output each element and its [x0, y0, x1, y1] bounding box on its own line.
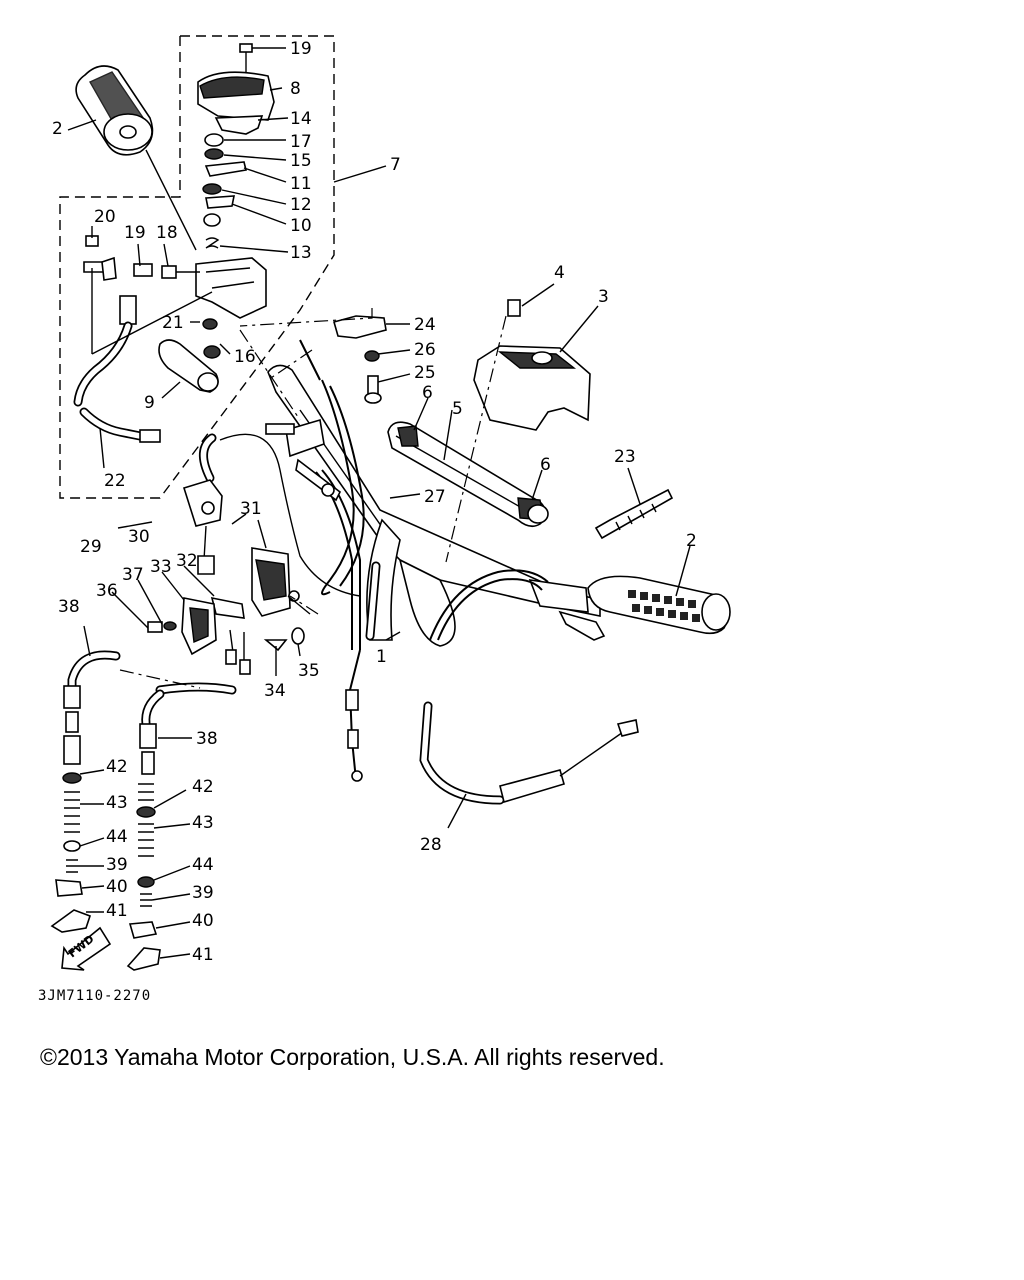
callout-label: 37: [122, 565, 144, 585]
callout-label: 27: [424, 487, 446, 507]
callout-label: 9: [144, 393, 155, 413]
callout-label: 39: [106, 855, 128, 875]
callout-label: 31: [240, 499, 262, 519]
callout-label: 20: [94, 207, 116, 227]
callout-label: 33: [150, 557, 172, 577]
copyright-notice: ©2013 Yamaha Motor Corporation, U.S.A. A…: [40, 1044, 665, 1070]
parts-diagram: FWD: [50, 35, 731, 971]
callout-label: 23: [614, 447, 636, 467]
callout-label: 22: [104, 471, 126, 491]
callout-label: 41: [192, 945, 214, 965]
throttle-housing-parts: [195, 43, 275, 319]
callout-label: 41: [106, 901, 128, 921]
subassembly-frame: [59, 35, 335, 499]
cable-tie: [594, 488, 674, 540]
callout-label: 28: [420, 835, 442, 855]
callout-label: 42: [192, 777, 214, 797]
callout-label: 39: [192, 883, 214, 903]
callout-label: 7: [390, 155, 401, 175]
callout-label: 42: [106, 757, 128, 777]
brake-cable-right: [126, 682, 237, 971]
callout-label: 34: [264, 681, 286, 701]
callout-label: 17: [290, 132, 312, 152]
callout-label: 19: [124, 223, 146, 243]
callout-label: 32: [176, 551, 198, 571]
callout-label: 40: [192, 911, 214, 931]
callout-label: 13: [290, 243, 312, 263]
callout-label: 2: [686, 531, 697, 551]
callout-label: 43: [106, 793, 128, 813]
throttle-lever: [158, 318, 221, 393]
callout-label: 1: [376, 647, 387, 667]
callout-label: 35: [298, 661, 320, 681]
callout-label: 38: [58, 597, 80, 617]
callout-label: 2: [52, 119, 63, 139]
callout-label: 19: [290, 39, 312, 59]
callout-label: 16: [234, 347, 256, 367]
reference-code: 3JM7110-2270: [38, 988, 152, 1004]
switch-wiring: [73, 235, 213, 443]
callout-label: 30: [128, 527, 150, 547]
callout-label: 10: [290, 216, 312, 236]
callout-label: 15: [290, 151, 312, 171]
callout-label: 4: [554, 263, 565, 283]
callout-label: 6: [422, 383, 433, 403]
callout-label: 12: [290, 195, 312, 215]
leader-lines: [67, 47, 691, 959]
callout-label: 11: [290, 174, 312, 194]
switch-cluster: [147, 433, 361, 675]
callout-label: 5: [452, 399, 463, 419]
throttle-cables: [295, 339, 639, 805]
callout-label: 3: [598, 287, 609, 307]
callout-label: 24: [414, 315, 436, 335]
callout-label: 38: [196, 729, 218, 749]
right-grip: [528, 575, 731, 641]
callout-label: 6: [540, 455, 551, 475]
forward-arrow: FWD: [61, 926, 112, 971]
callout-label: 25: [414, 363, 436, 383]
brake-cable-left: [50, 650, 121, 933]
callout-label: 26: [414, 340, 436, 360]
callout-label: 29: [80, 537, 102, 557]
left-grip: [75, 65, 154, 156]
callout-label: 43: [192, 813, 214, 833]
callout-label: 14: [290, 109, 312, 129]
callout-label: 44: [106, 827, 128, 847]
reference-lines: [119, 308, 507, 689]
callout-label: 8: [290, 79, 301, 99]
callout-labels: 19 8 14 17 15 11 12 10 13 7 20 19 18 21 …: [52, 39, 697, 965]
handlebar-cover: [333, 299, 591, 431]
callout-label: 40: [106, 877, 128, 897]
callout-label: 44: [192, 855, 214, 875]
callout-label: 21: [162, 313, 184, 333]
callout-label: 18: [156, 223, 178, 243]
callout-label: 36: [96, 581, 118, 601]
